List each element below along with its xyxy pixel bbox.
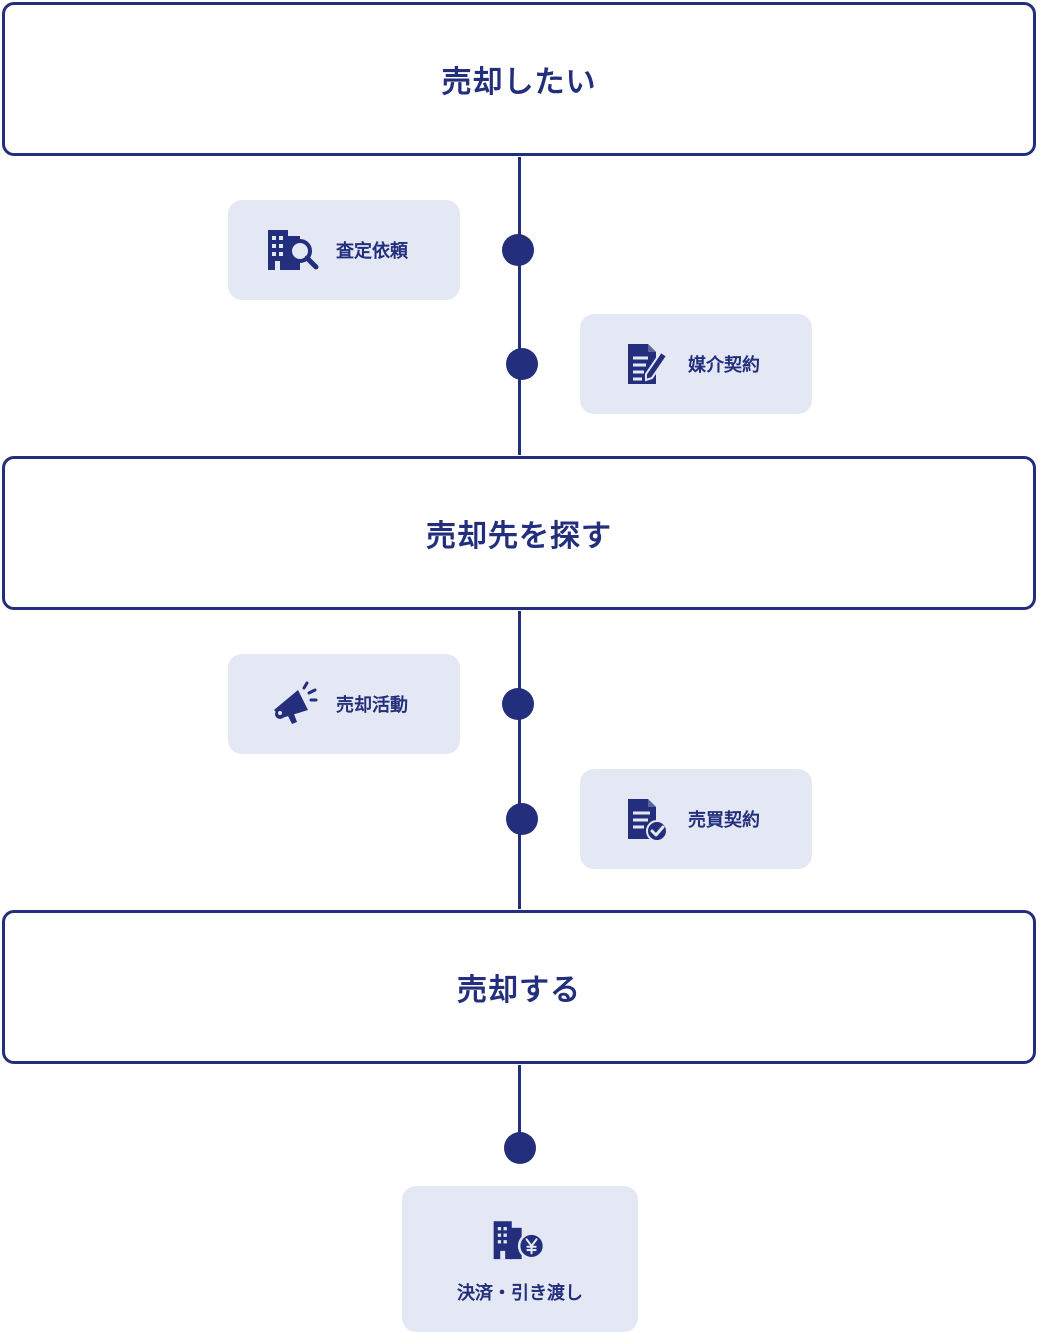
megaphone-icon [266, 676, 322, 732]
stage-sell: 売却する [2, 910, 1036, 1064]
stage-find-buyer: 売却先を探す [2, 456, 1036, 610]
document-check-icon [618, 791, 674, 847]
timeline-dot [506, 803, 538, 835]
step-sales-activity: 売却活動 [228, 654, 460, 754]
step-settlement-handover: 決済・引き渡し [402, 1186, 638, 1332]
step-brokerage-contract: 媒介契約 [580, 314, 812, 414]
step-label: 査定依頼 [336, 241, 408, 262]
building-search-icon [266, 222, 322, 278]
stage-want-to-sell: 売却したい [2, 2, 1036, 156]
connector-line-2 [518, 611, 521, 909]
stage-title: 売却する [457, 973, 581, 1008]
timeline-dot [504, 1132, 536, 1164]
step-label: 売却活動 [336, 695, 408, 716]
step-label: 決済・引き渡し [457, 1283, 583, 1304]
connector-line-3 [518, 1065, 521, 1135]
stage-title: 売却したい [441, 65, 597, 100]
building-yen-icon [492, 1213, 548, 1269]
connector-line-1 [518, 157, 521, 455]
step-label: 媒介契約 [688, 355, 760, 376]
stage-title: 売却先を探す [426, 519, 612, 554]
timeline-dot [506, 348, 538, 380]
timeline-dot [502, 234, 534, 266]
step-sales-contract: 売買契約 [580, 769, 812, 869]
step-label: 売買契約 [688, 810, 760, 831]
step-appraisal-request: 査定依頼 [228, 200, 460, 300]
timeline-dot [502, 688, 534, 720]
document-pen-icon [618, 336, 674, 392]
